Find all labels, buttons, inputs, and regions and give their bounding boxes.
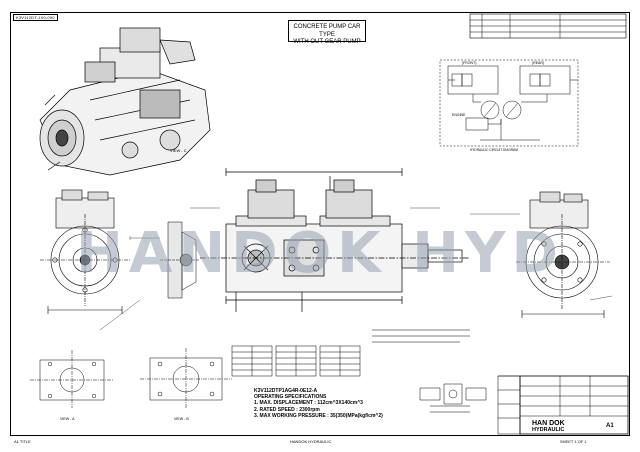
pump-type-note-line2: WITH OUT GEAR PUMP	[293, 39, 361, 45]
footer-right-note: SHEET 1 OF 1	[560, 439, 587, 444]
circuit-caption: HYDRAULIC CIRCUIT DIAGRAM	[470, 148, 518, 152]
revision-table	[469, 13, 627, 39]
spec-item: 2. RATED SPEED : 2300rpm	[254, 406, 320, 413]
flange-detail-view	[160, 221, 200, 299]
main-pump-side-view	[200, 168, 470, 312]
title-block	[497, 375, 629, 435]
circuit-engine-label: ENGINE	[452, 113, 466, 117]
circuit-front-label: (FRONT)	[462, 61, 476, 65]
right-front-view	[516, 191, 610, 318]
spec-heading: OPERATING SPECIFICATIONS	[254, 394, 327, 400]
isometric-pump-view	[39, 27, 211, 176]
section-details	[419, 383, 487, 413]
drawing-number-tag: K3V112DT-1X0-000	[13, 14, 58, 21]
spec-item: 3. MAX WORKING PRESSURE : 35(350)MPa(kgf…	[254, 413, 383, 419]
view-a-port-detail	[30, 350, 114, 408]
notes-block	[372, 329, 470, 343]
pump-type-note: CONCRETE PUMP CAR TYPE WITH OUT GEAR PUM…	[288, 20, 366, 45]
view-b-label: VIEW - B	[174, 417, 189, 421]
spec-model: K3V112DTP1AG4R-0E12-A	[254, 388, 318, 394]
title-block-company: HAN DOK HYDRAULIC	[532, 420, 565, 434]
operating-specifications: K3V112DTP1AG4R-0E12-A OPERATING SPECIFIC…	[254, 388, 494, 420]
port-tables	[231, 345, 361, 377]
footer-center-note: HANDOK HYDRAULIC	[290, 439, 332, 444]
left-side-view	[40, 189, 130, 314]
sheet-size: A1	[606, 423, 614, 429]
view-c-label: VIEW - C	[170, 148, 187, 153]
drawing-border	[10, 12, 630, 436]
hydraulic-circuit-diagram	[439, 59, 579, 147]
dimension-leaders	[99, 207, 613, 331]
footer-left-note: A1 TITLE	[14, 439, 31, 444]
circuit-rear-label: (REAR)	[532, 61, 544, 65]
view-a-label: VIEW - A	[60, 417, 75, 421]
company-name: HAN DOK	[532, 420, 565, 427]
spec-item: 1. MAX. DISPLACEMENT : 112cm^3X140cm^3	[254, 400, 363, 406]
company-division: HYDRAULIC	[532, 427, 565, 433]
view-b-port-detail	[140, 348, 232, 408]
pump-type-note-line1: CONCRETE PUMP CAR TYPE	[293, 24, 361, 38]
